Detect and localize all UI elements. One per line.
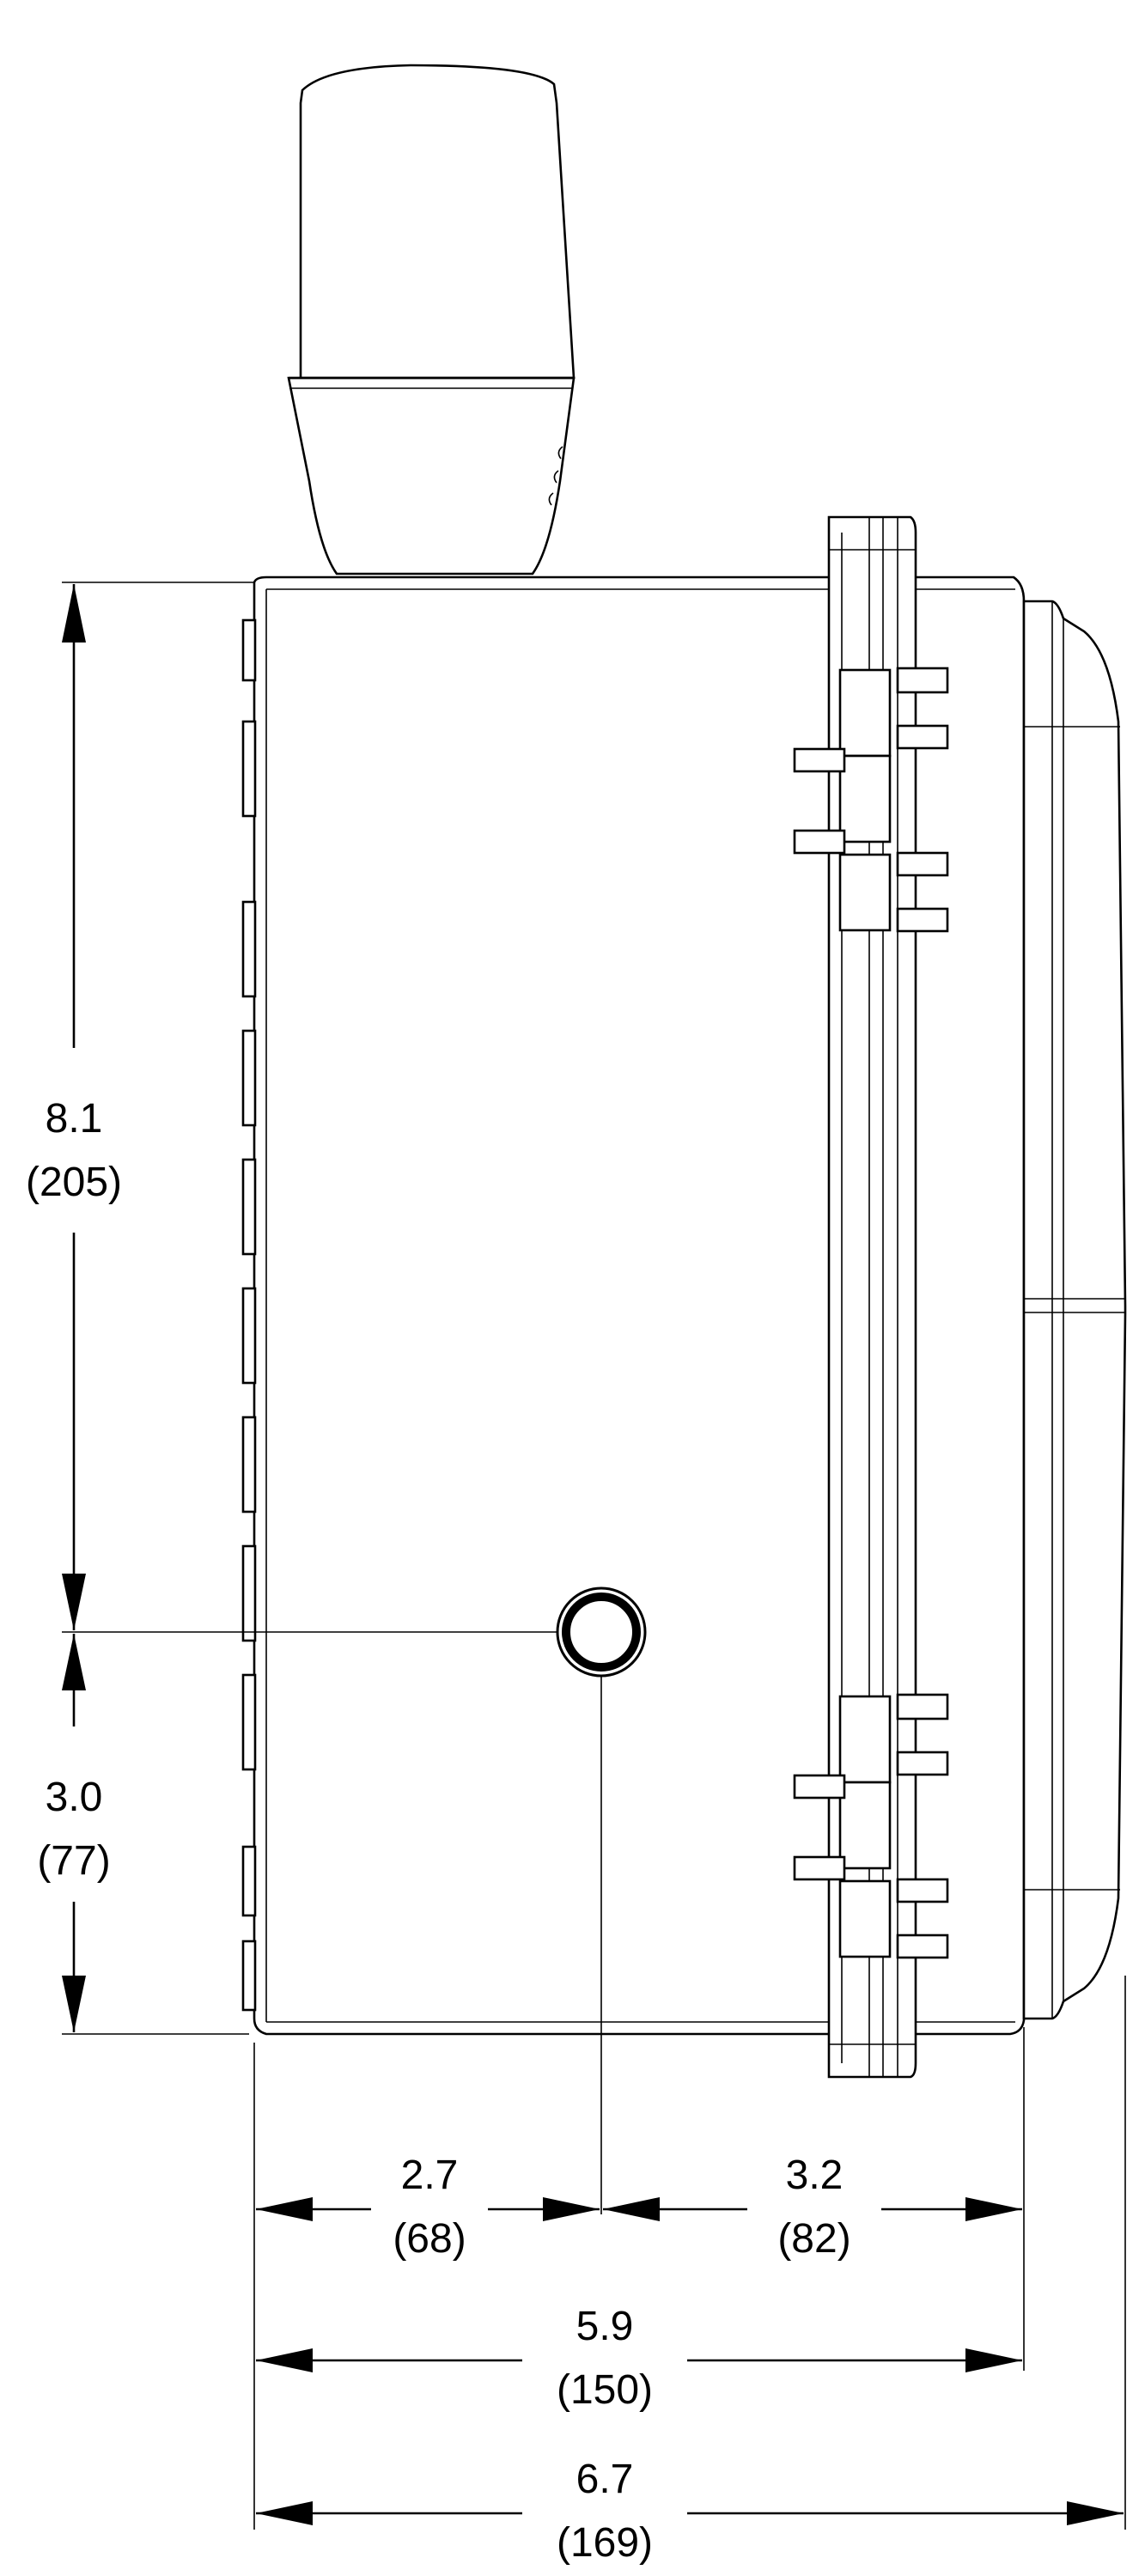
dim-overall-depth-mm: (169) xyxy=(557,2520,653,2566)
dim-height-total-inches: 8.1 xyxy=(46,1096,103,1142)
dim-hole-to-back-inches: 3.2 xyxy=(786,2153,844,2198)
dimension-height-total: 8.1 (205) xyxy=(26,1096,122,1205)
dim-hole-height-mm: (77) xyxy=(37,1838,110,1884)
mounting-tabs xyxy=(241,618,257,2012)
dimension-hole-height: 3.0 (77) xyxy=(37,1775,110,1884)
dim-body-depth-mm: (150) xyxy=(557,2367,653,2413)
upper-hinge xyxy=(793,667,949,933)
conduit-hole xyxy=(556,1586,647,1678)
dim-overall-depth-inches: 6.7 xyxy=(576,2457,634,2502)
beacon-light xyxy=(287,64,576,575)
dimension-hole-to-back: 3.2 (82) xyxy=(777,2153,850,2262)
dimension-overall-depth: 6.7 (169) xyxy=(557,2457,653,2566)
dimension-body-depth: 5.9 (150) xyxy=(557,2304,653,2413)
dim-body-depth-inches: 5.9 xyxy=(576,2304,634,2349)
dim-hole-offset-mm: (68) xyxy=(393,2216,466,2262)
dim-hole-to-back-mm: (82) xyxy=(777,2216,850,2262)
vertical-dimensions xyxy=(62,582,558,2035)
horizontal-dimensions xyxy=(253,1677,1126,2530)
lower-hinge xyxy=(793,1693,949,1959)
dim-hole-offset-inches: 2.7 xyxy=(401,2153,459,2198)
dim-hole-height-inches: 3.0 xyxy=(46,1775,103,1820)
dimension-hole-offset: 2.7 (68) xyxy=(393,2153,466,2262)
dim-height-total-mm: (205) xyxy=(26,1160,122,1205)
door-cover xyxy=(1022,600,1127,2020)
